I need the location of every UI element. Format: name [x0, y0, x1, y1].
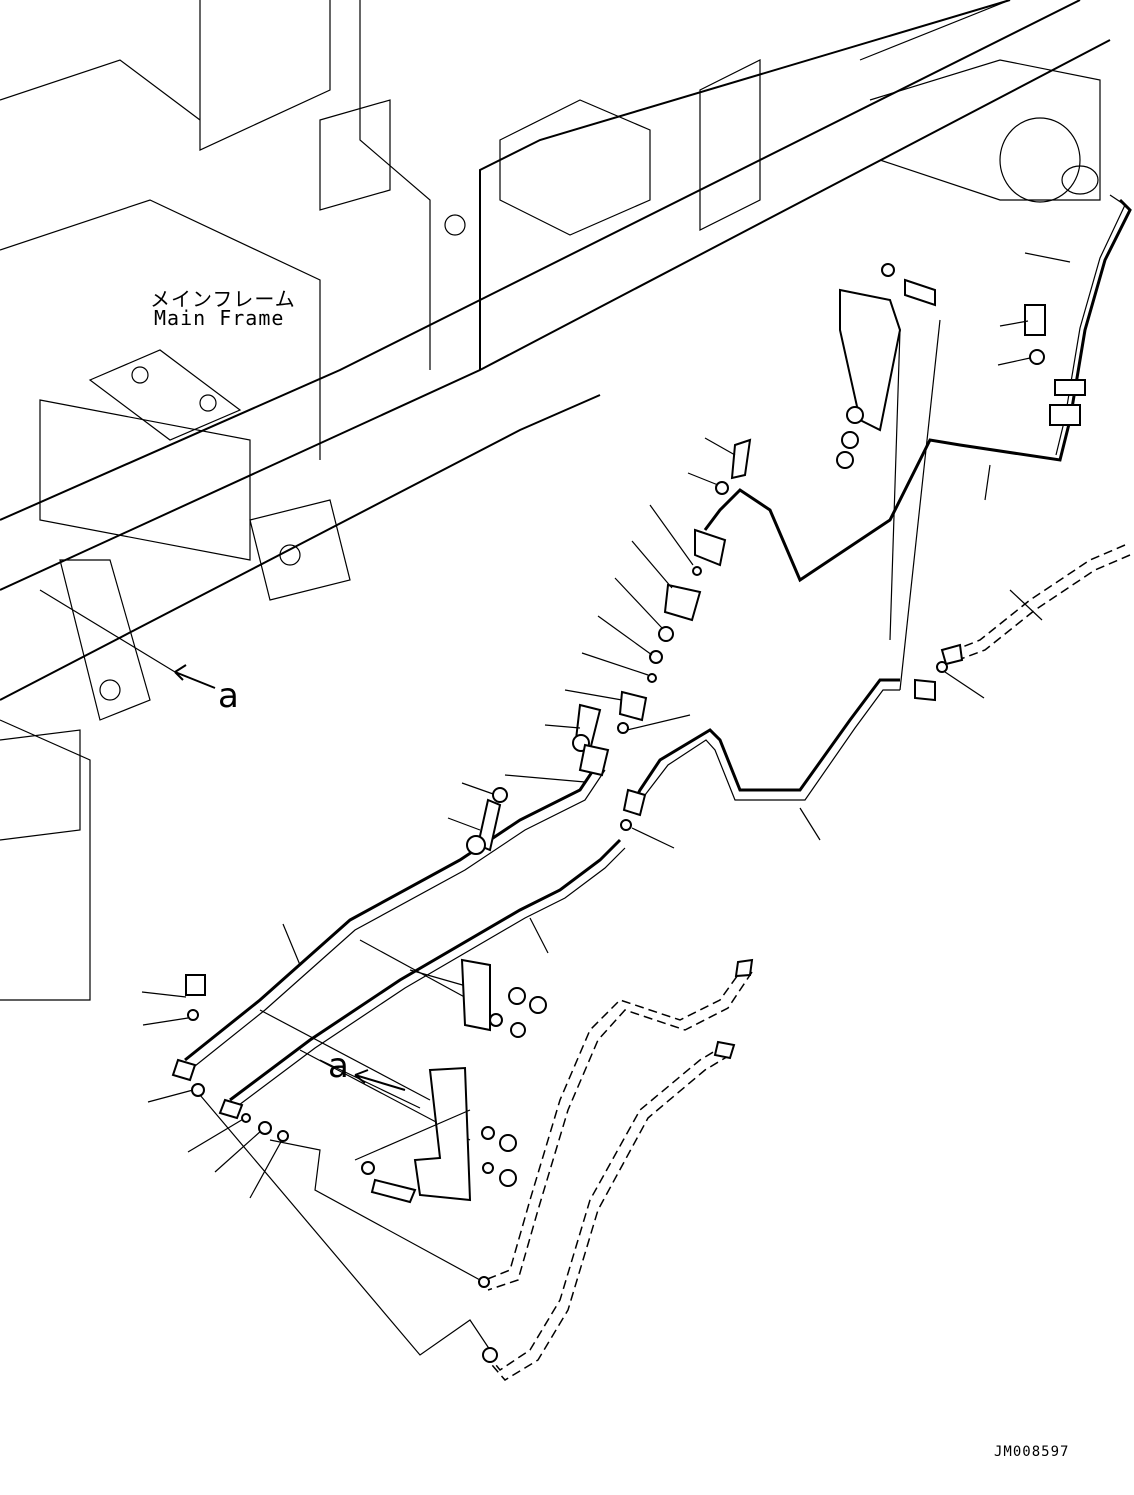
view-callout-a-2: a — [328, 1046, 349, 1086]
main-frame-label-jp: メインフレーム — [150, 287, 296, 311]
view-a-leader-1 — [39, 589, 176, 673]
main-frame-label-en: Main Frame — [154, 306, 285, 330]
upper-tube-assembly — [572, 194, 1132, 752]
main-frame-structure — [0, 0, 1111, 1001]
part-leaders — [141, 252, 1071, 1356]
hose-dashed — [478, 544, 1131, 1381]
lower-tube-assembly — [171, 661, 948, 1204]
view-a-arrow-2 — [354, 1069, 406, 1091]
drawing-code: JM008597 — [994, 1444, 1070, 1460]
view-a-arrow-1 — [174, 664, 216, 689]
view-callout-a-1: a — [218, 676, 239, 716]
